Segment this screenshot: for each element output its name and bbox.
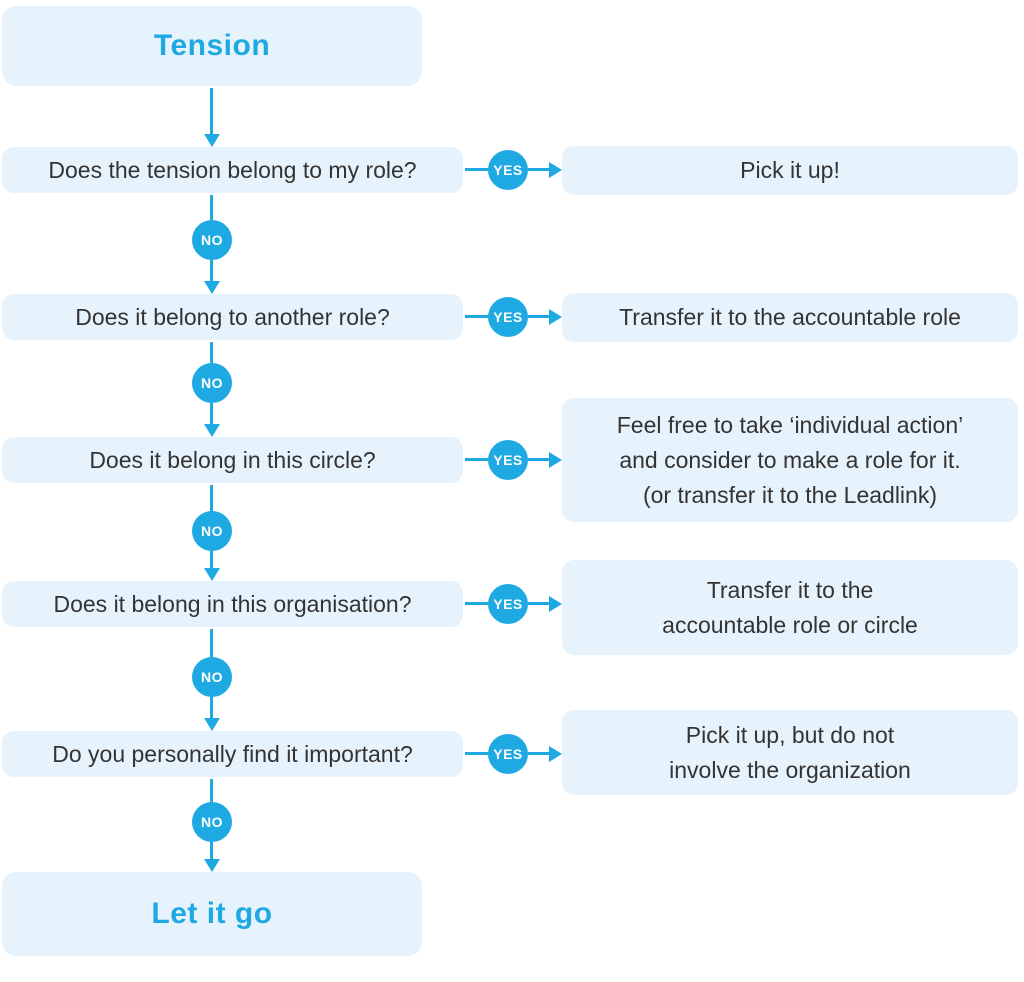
yes-badge: YES (488, 584, 528, 624)
yes-connector-line (528, 168, 550, 171)
answer-box-3: Feel free to take ‘individual action’ an… (562, 398, 1018, 522)
question-box-4: Does it belong in this organisation? (2, 581, 463, 627)
yes-connector-line (465, 602, 489, 605)
yes-connector-line (528, 458, 550, 461)
yes-badge: YES (488, 150, 528, 190)
yes-badge-label: YES (493, 452, 523, 468)
answer-box-2: Transfer it to the accountable role (562, 293, 1018, 342)
question-5-label: Do you personally find it important? (52, 740, 413, 767)
no-badge: NO (192, 657, 232, 697)
down-arrow-icon (204, 424, 220, 437)
no-badge: NO (192, 363, 232, 403)
no-badge-label: NO (201, 669, 223, 685)
question-box-3: Does it belong in this circle? (2, 437, 463, 483)
question-4-label: Does it belong in this organisation? (53, 590, 412, 617)
yes-connector-line (528, 602, 550, 605)
yes-badge: YES (488, 297, 528, 337)
question-3-label: Does it belong in this circle? (89, 446, 376, 473)
right-arrow-icon (549, 452, 562, 468)
yes-connector-line (528, 752, 550, 755)
yes-connector-line (528, 315, 550, 318)
no-badge-label: NO (201, 232, 223, 248)
answer-4-label: Transfer it to the accountable role or c… (662, 576, 918, 638)
answer-box-4: Transfer it to the accountable role or c… (562, 560, 1018, 655)
answer-box-1: Pick it up! (562, 146, 1018, 195)
yes-badge-label: YES (493, 162, 523, 178)
yes-badge-label: YES (493, 309, 523, 325)
answer-3-label: Feel free to take ‘individual action’ an… (616, 411, 964, 508)
no-badge: NO (192, 220, 232, 260)
question-box-5: Do you personally find it important? (2, 731, 463, 777)
answer-box-5: Pick it up, but do not involve the organ… (562, 710, 1018, 795)
no-badge: NO (192, 802, 232, 842)
yes-badge: YES (488, 440, 528, 480)
question-2-label: Does it belong to another role? (75, 303, 390, 330)
question-box-2: Does it belong to another role? (2, 294, 463, 340)
yes-connector-line (465, 168, 489, 171)
answer-5-label: Pick it up, but do not involve the organ… (669, 721, 911, 783)
yes-connector-line (465, 752, 489, 755)
yes-connector-line (465, 458, 489, 461)
no-badge: NO (192, 511, 232, 551)
down-arrow-icon (204, 134, 220, 147)
right-arrow-icon (549, 309, 562, 325)
question-1-label: Does the tension belong to my role? (48, 156, 417, 183)
end-node-let-it-go: Let it go (2, 872, 422, 956)
right-arrow-icon (549, 746, 562, 762)
no-badge-label: NO (201, 523, 223, 539)
start-node-tension: Tension (2, 6, 422, 86)
right-arrow-icon (549, 162, 562, 178)
down-arrow-icon (204, 718, 220, 731)
yes-badge-label: YES (493, 596, 523, 612)
down-connector-line (210, 88, 213, 135)
down-arrow-icon (204, 281, 220, 294)
yes-badge: YES (488, 734, 528, 774)
start-node-label: Tension (153, 29, 271, 62)
answer-2-label: Transfer it to the accountable role (619, 304, 961, 330)
question-box-1: Does the tension belong to my role? (2, 147, 463, 193)
yes-badge-label: YES (493, 746, 523, 762)
down-arrow-icon (204, 859, 220, 872)
no-badge-label: NO (201, 375, 223, 391)
end-node-label: Let it go (151, 897, 273, 930)
right-arrow-icon (549, 596, 562, 612)
answer-1-label: Pick it up! (740, 157, 840, 183)
no-badge-label: NO (201, 814, 223, 830)
yes-connector-line (465, 315, 489, 318)
down-arrow-icon (204, 568, 220, 581)
